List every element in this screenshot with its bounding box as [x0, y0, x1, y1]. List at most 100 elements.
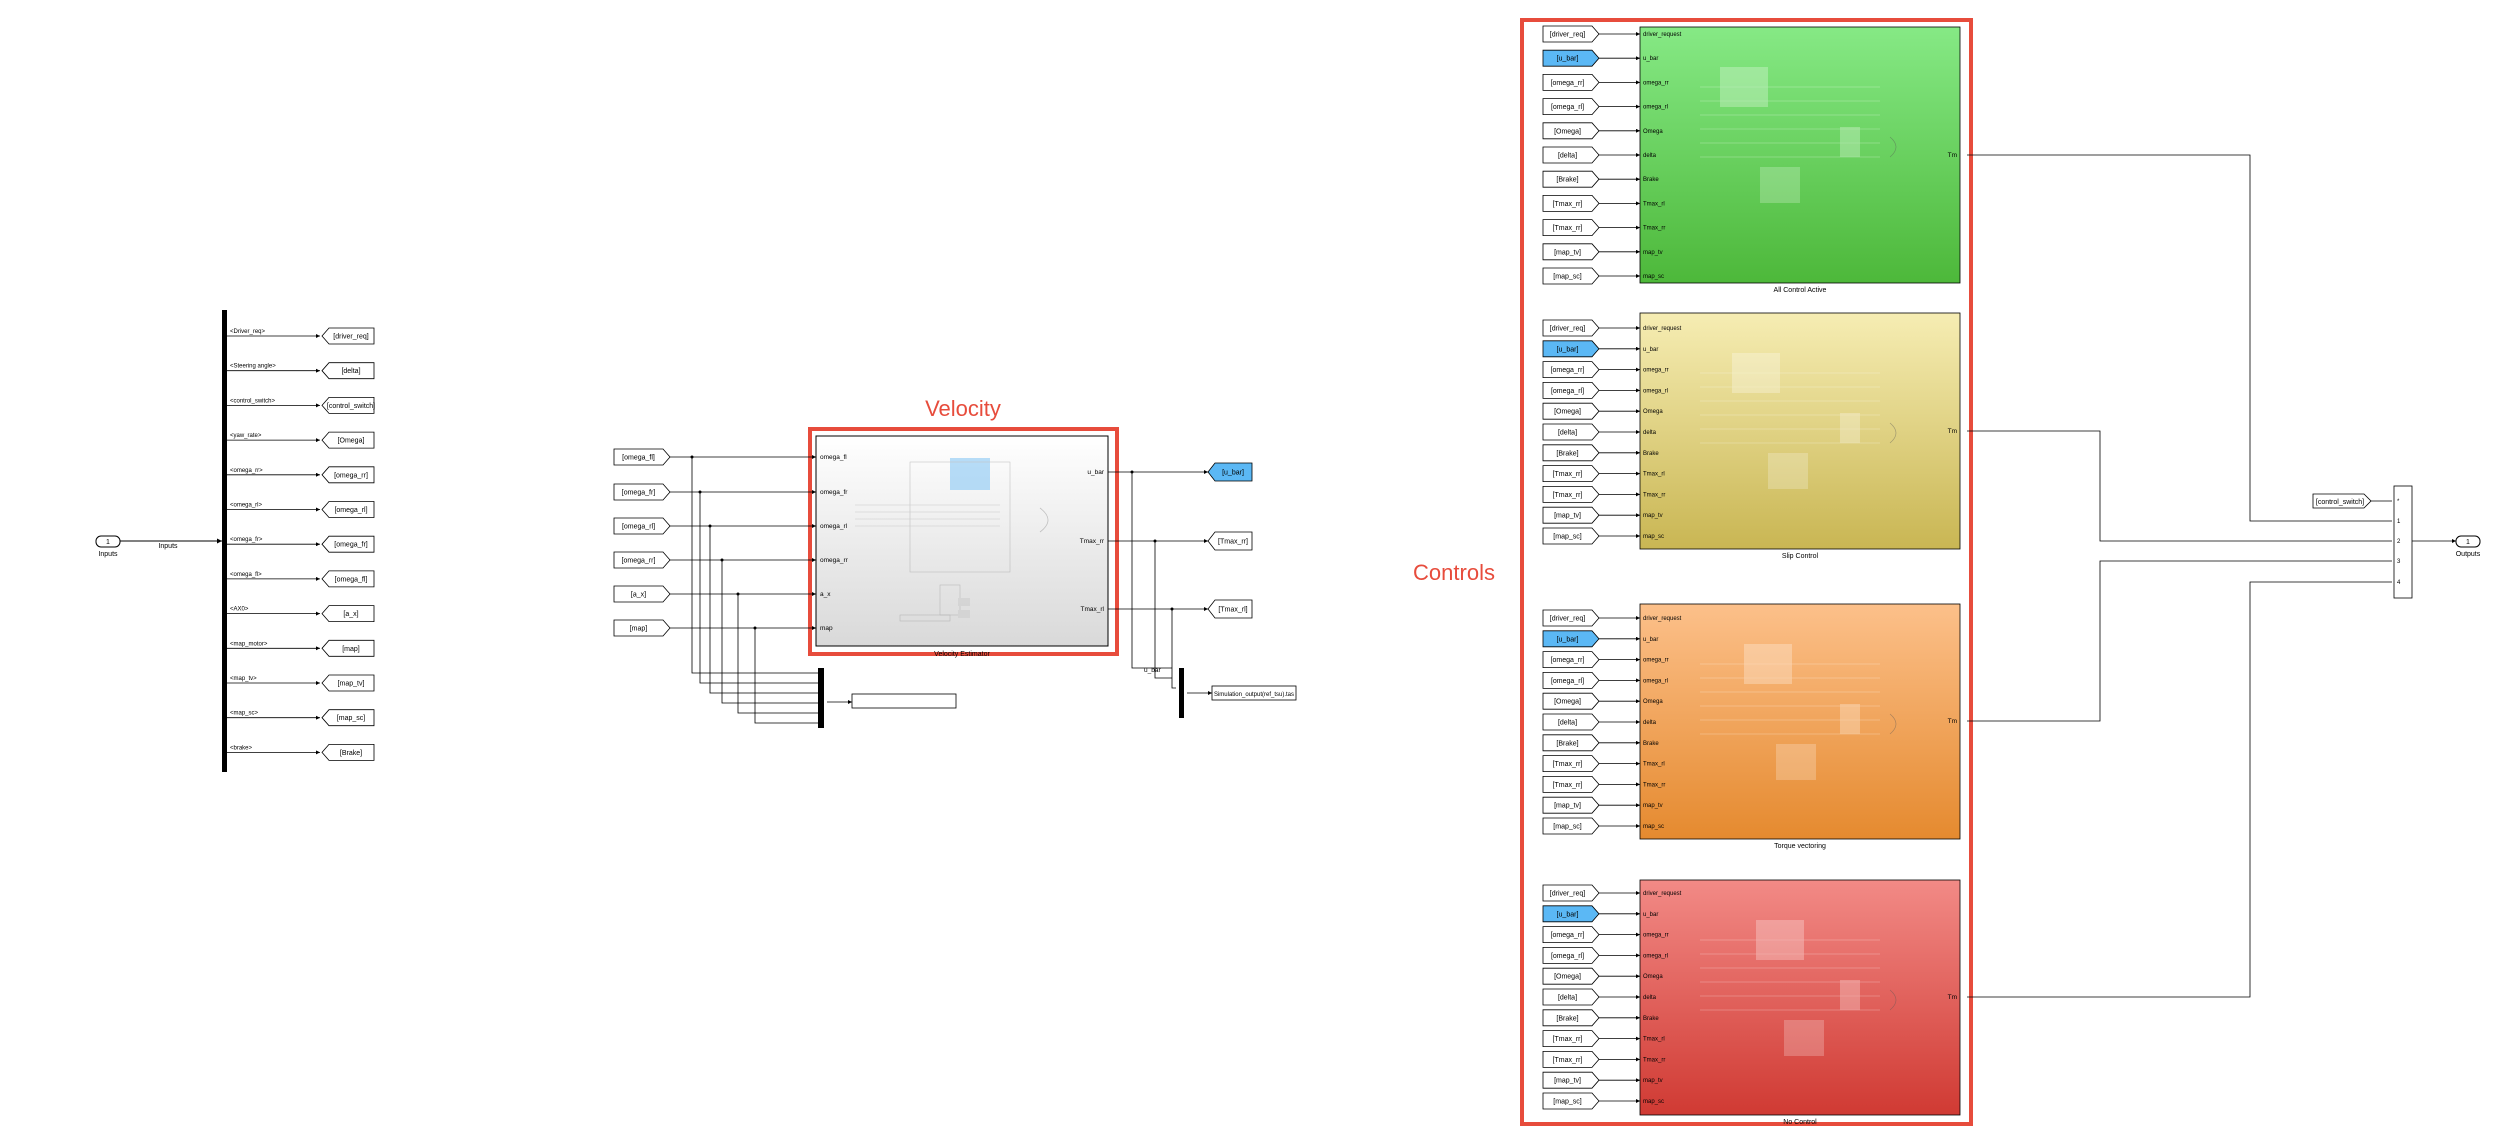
- velocity-mux-right[interactable]: [1179, 668, 1184, 718]
- controls-from-tag[interactable]: [map_tv]: [1542, 1071, 1600, 1089]
- subsystem-input-port: delta: [1643, 430, 1657, 436]
- velocity-input-port: a_x: [820, 591, 831, 598]
- bus-selector[interactable]: [222, 310, 227, 772]
- controls-from-tag[interactable]: [Brake]: [1542, 1009, 1600, 1027]
- controls-from-tag[interactable]: [map_sc]: [1542, 527, 1600, 545]
- controls-from-tag[interactable]: [u_bar]: [1542, 49, 1600, 67]
- velocity-input-port: omega_rr: [820, 557, 849, 564]
- goto-tag-label: [omega_fr]: [334, 542, 368, 549]
- control-subsystem-block[interactable]: [1639, 312, 1961, 550]
- controls-from-tag[interactable]: [u_bar]: [1542, 340, 1600, 358]
- goto-tag[interactable]: [a_x]: [321, 605, 375, 622]
- subsystem-input-port: omega_rl: [1643, 953, 1668, 959]
- goto-tag-label: [map_tv]: [338, 681, 365, 688]
- velocity-goto-tag[interactable]: [Tmax_rr]: [1207, 531, 1253, 551]
- controls-from-tag[interactable]: [omega_rl]: [1542, 382, 1600, 399]
- controls-from-tag[interactable]: [map_sc]: [1542, 817, 1600, 835]
- controls-from-tag[interactable]: [Tmax_rr]: [1542, 486, 1600, 503]
- subsystem-name: All Control Active: [1774, 287, 1827, 294]
- subsystem-input-port: Omega: [1643, 409, 1663, 415]
- velocity-from-tag[interactable]: [map]: [613, 619, 671, 637]
- controls-from-tag[interactable]: [Omega]: [1542, 967, 1600, 985]
- controls-from-tag[interactable]: [map_sc]: [1542, 267, 1600, 285]
- controls-from-tag[interactable]: [delta]: [1542, 713, 1600, 731]
- goto-tag[interactable]: [omega_rl]: [321, 501, 375, 518]
- controls-from-tag[interactable]: [Omega]: [1542, 402, 1600, 420]
- velocity-goto-tag-label: [Tmax_rl]: [1218, 607, 1247, 614]
- control-subsystem-block[interactable]: [1639, 26, 1961, 284]
- velocity-from-tag[interactable]: [omega_rr]: [613, 551, 671, 569]
- goto-tag[interactable]: [map]: [321, 639, 375, 657]
- controls-from-tag[interactable]: [omega_rr]: [1542, 74, 1600, 91]
- control-subsystem-block[interactable]: [1639, 603, 1961, 840]
- velocity-mux-left[interactable]: [818, 668, 824, 728]
- controls-from-tag[interactable]: [Tmax_rr]: [1542, 1051, 1600, 1068]
- velocity-from-tag-label: [omega_fl]: [622, 455, 655, 462]
- velocity-goto-tag[interactable]: [u_bar]: [1207, 462, 1253, 482]
- controls-from-tag[interactable]: [Omega]: [1542, 692, 1600, 710]
- controls-from-tag-label: [omega_rl]: [1551, 953, 1584, 960]
- goto-tag[interactable]: [map_tv]: [321, 674, 375, 692]
- velocity-from-tag[interactable]: [omega_fl]: [613, 448, 671, 466]
- controls-from-tag[interactable]: [driver_req]: [1542, 609, 1600, 627]
- controls-from-tag[interactable]: [Brake]: [1542, 734, 1600, 752]
- controls-section: Controls [driver_req]driver_request[u_ba…: [1413, 18, 1973, 1126]
- controls-from-tag[interactable]: [delta]: [1542, 146, 1600, 164]
- subsystem-input-port: omega_rr: [1643, 80, 1669, 86]
- controls-from-tag[interactable]: [Brake]: [1542, 444, 1600, 462]
- controls-from-tag[interactable]: [Tmax_rr]: [1542, 195, 1600, 212]
- goto-tag[interactable]: [delta]: [321, 362, 375, 380]
- controls-from-tag[interactable]: [delta]: [1542, 988, 1600, 1006]
- controls-from-tag[interactable]: [omega_rl]: [1542, 947, 1600, 964]
- controls-from-tag[interactable]: [u_bar]: [1542, 905, 1600, 923]
- velocity-from-tag[interactable]: [omega_rl]: [613, 517, 671, 535]
- controls-from-tag[interactable]: [driver_req]: [1542, 25, 1600, 43]
- control-switch-from-block[interactable]: [control_switch]: [2312, 493, 2372, 509]
- controls-from-tag-label: [delta]: [1558, 153, 1577, 160]
- goto-tag[interactable]: [map_sc]: [321, 709, 375, 727]
- goto-tag[interactable]: [driver_req]: [321, 327, 375, 345]
- controls-from-tag[interactable]: [Tmax_rr]: [1542, 776, 1600, 793]
- controls-from-tag[interactable]: [Tmax_rr]: [1542, 755, 1600, 772]
- controls-from-tag[interactable]: [delta]: [1542, 423, 1600, 441]
- bus-signal-label: <control_switch>: [230, 398, 276, 404]
- control-subsystem-block[interactable]: [1639, 879, 1961, 1116]
- goto-tag[interactable]: [Omega]: [321, 431, 375, 449]
- goto-tag[interactable]: [omega_fl]: [321, 570, 375, 588]
- controls-from-tag[interactable]: [map_tv]: [1542, 243, 1600, 261]
- goto-tag[interactable]: [omega_rr]: [321, 466, 375, 484]
- controls-from-tag[interactable]: [driver_req]: [1542, 319, 1600, 337]
- controls-from-tag[interactable]: [omega_rr]: [1542, 926, 1600, 943]
- velocity-display-block[interactable]: [851, 693, 957, 709]
- multiport-switch[interactable]: [2393, 485, 2413, 599]
- controls-from-tag-label: [u_bar]: [1557, 56, 1579, 63]
- velocity-from-tag[interactable]: [omega_fr]: [613, 483, 671, 501]
- controls-from-tag[interactable]: [Tmax_rr]: [1542, 219, 1600, 236]
- goto-tag[interactable]: [omega_fr]: [321, 535, 375, 553]
- controls-from-tag[interactable]: [driver_req]: [1542, 884, 1600, 902]
- goto-tag[interactable]: [control_switch]: [321, 397, 375, 414]
- controls-from-tag[interactable]: [omega_rr]: [1542, 361, 1600, 378]
- goto-tag[interactable]: [Brake]: [321, 744, 375, 761]
- velocity-from-tag[interactable]: [a_x]: [613, 585, 671, 603]
- controls-from-tag-label: [omega_rr]: [1551, 657, 1585, 664]
- controls-from-tag[interactable]: [map_sc]: [1542, 1092, 1600, 1110]
- subsystem-input-port: omega_rl: [1643, 678, 1668, 684]
- controls-from-tag[interactable]: [u_bar]: [1542, 630, 1600, 648]
- velocity-from-tag-label: [a_x]: [631, 592, 646, 599]
- controls-from-tag[interactable]: [omega_rl]: [1542, 672, 1600, 689]
- controls-from-tag[interactable]: [Brake]: [1542, 170, 1600, 188]
- controls-from-tag[interactable]: [Omega]: [1542, 122, 1600, 140]
- controls-from-tag[interactable]: [map_tv]: [1542, 506, 1600, 524]
- controls-from-tag[interactable]: [omega_rr]: [1542, 651, 1600, 668]
- velocity-goto-tag[interactable]: [Tmax_rl]: [1207, 599, 1253, 619]
- controls-from-tag[interactable]: [Tmax_rr]: [1542, 1030, 1600, 1047]
- to-workspace-block[interactable]: Simulation_output(ref_tsu).tas: [1211, 685, 1297, 701]
- outport-block[interactable]: 1 Outputs: [2455, 535, 2481, 558]
- controls-from-tag[interactable]: [omega_rl]: [1542, 98, 1600, 115]
- inport-block[interactable]: 1 Inputs: [95, 535, 121, 558]
- controls-from-tag-label: [omega_rr]: [1551, 80, 1585, 87]
- controls-from-tag[interactable]: [map_tv]: [1542, 796, 1600, 814]
- velocity-inputs: [omega_fl]omega_fl[omega_fr]omega_fr[ome…: [613, 448, 849, 637]
- controls-from-tag[interactable]: [Tmax_rr]: [1542, 465, 1600, 482]
